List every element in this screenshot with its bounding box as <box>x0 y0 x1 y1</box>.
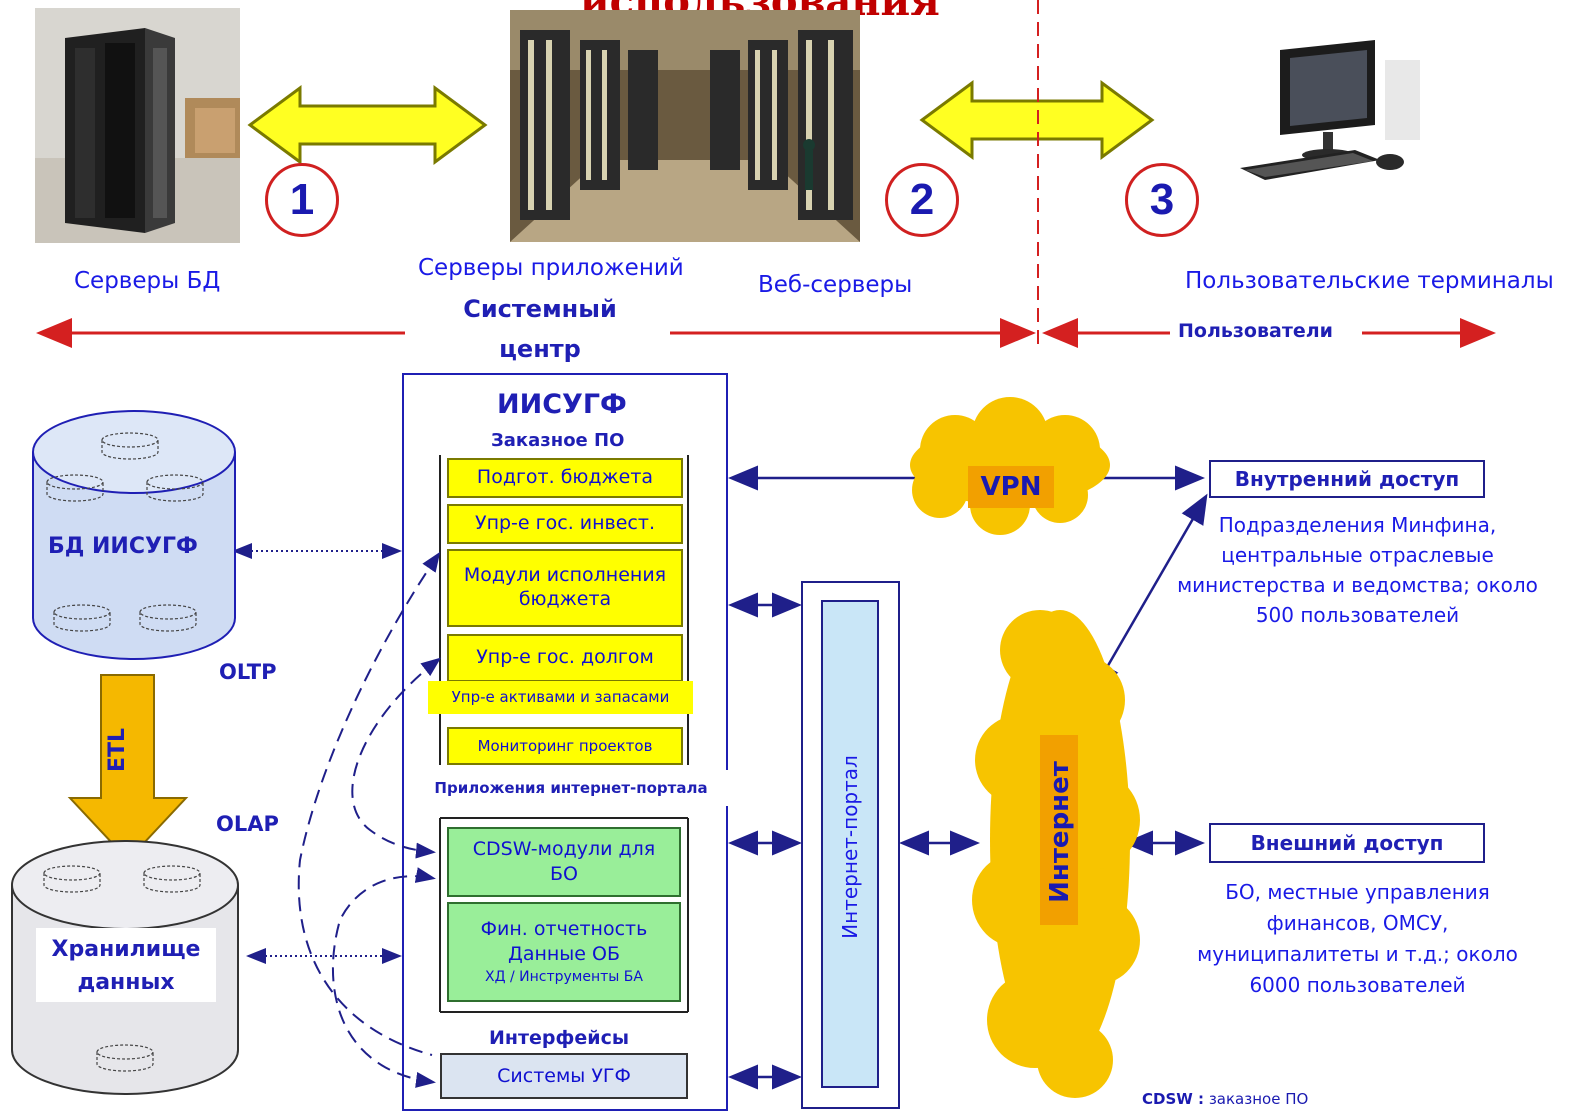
module-public-investment[interactable]: Упр-е гос. инвест. <box>447 504 683 544</box>
olap-label: OLAP <box>216 812 279 836</box>
user-terminals-label: Пользовательские терминалы <box>1185 268 1554 294</box>
footnote-value: заказное ПО <box>1208 1090 1309 1108</box>
app-servers-label: Серверы приложений <box>418 255 684 281</box>
warehouse-label: Хранилище данных <box>51 937 201 995</box>
oltp-label: OLTP <box>219 660 277 684</box>
yellow-arrow-1 <box>247 85 488 165</box>
external-access-desc: БО, местные управления финансов, ОМСУ, м… <box>1197 880 1518 997</box>
db-server-photo <box>35 8 240 243</box>
web-servers-label: Веб-серверы <box>758 272 913 298</box>
db-iisugf-label: БД ИИСУГФ <box>48 534 198 559</box>
step-1-badge: 1 <box>265 163 339 237</box>
footnote-key: CDSW : <box>1142 1090 1205 1108</box>
terminal-photo <box>1235 40 1425 195</box>
fin-reporting-box[interactable]: Фин. отчетность Данные ОБ ХД / Инструмен… <box>447 902 681 1002</box>
vpn-label: VPN <box>968 466 1054 508</box>
internet-portal-label: Интернет-портал <box>838 755 862 939</box>
etl-arrow <box>67 674 189 862</box>
module-project-monitoring[interactable]: Мониторинг проектов <box>447 727 683 765</box>
internet-label: Интернет <box>1045 761 1075 903</box>
module-assets-inventory[interactable]: Упр-е активами и запасами <box>428 681 693 714</box>
app-server-photo <box>510 10 860 242</box>
module-budget-execution[interactable]: Модули исполнения бюджета <box>447 549 683 627</box>
etl-label: ETL <box>105 727 130 772</box>
internet-portal-box[interactable] <box>821 600 879 1088</box>
cdsw-modules-label: CDSW-модули для БО <box>472 838 656 885</box>
external-access-box[interactable]: Внешний доступ <box>1209 823 1485 863</box>
fin-reporting-line-2: Данные ОБ <box>507 943 621 966</box>
users-label: Пользователи <box>1178 320 1333 342</box>
portal-apps-label: Приложения интернет-портала <box>410 770 732 806</box>
custom-sw-label: Заказное ПО <box>491 430 625 451</box>
fin-reporting-line-1: Фин. отчетность <box>480 917 648 940</box>
internal-access-desc: Подразделения Минфина, центральные отрас… <box>1177 513 1538 627</box>
db-servers-label: Серверы БД <box>74 268 221 294</box>
system-center-label: Системный центр <box>463 295 617 363</box>
cdsw-modules-box[interactable]: CDSW-модули для БО <box>447 827 681 897</box>
interfaces-label: Интерфейсы <box>489 1027 630 1049</box>
module-budget-prep[interactable]: Подгот. бюджета <box>447 458 683 498</box>
module-debt-management[interactable]: Упр-е гос. долгом <box>447 634 683 682</box>
db-cylinder <box>32 410 236 660</box>
footnote: CDSW : заказное ПО <box>1142 1090 1308 1108</box>
fin-reporting-line-3: ХД / Инструменты БА <box>485 968 643 985</box>
step-2-badge: 2 <box>885 163 959 237</box>
iisugf-title: ИИСУГФ <box>497 389 627 420</box>
ugf-systems-box[interactable]: Системы УГФ <box>440 1053 688 1099</box>
internal-access-box[interactable]: Внутренний доступ <box>1209 460 1485 498</box>
step-3-badge: 3 <box>1125 163 1199 237</box>
